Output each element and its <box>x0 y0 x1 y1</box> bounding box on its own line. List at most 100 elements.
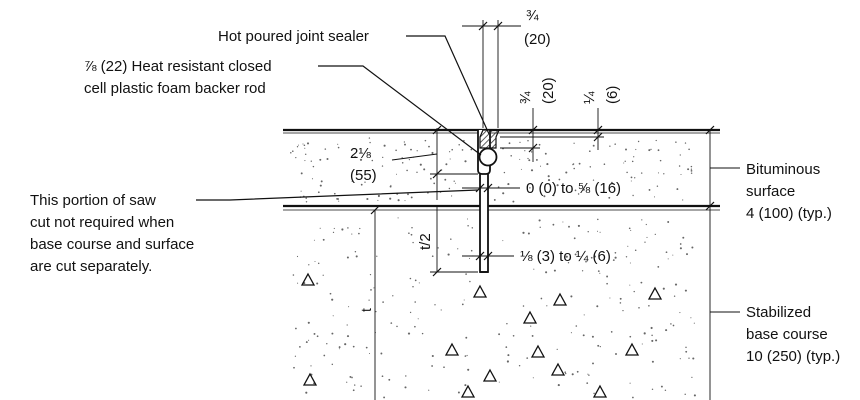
speckle-dot <box>352 389 355 392</box>
speckle-dot <box>659 159 662 162</box>
recess-dim-frac: ¼ <box>581 91 598 104</box>
aggregate-triangle <box>482 368 498 382</box>
speckle-dot <box>458 144 460 146</box>
speckle-dot <box>305 201 308 203</box>
speckle-dot <box>528 159 531 162</box>
depth-dim-frac: ¾ <box>517 91 534 104</box>
speckle-dot <box>351 233 353 235</box>
speckle-dot <box>592 362 594 365</box>
speckle-dot <box>583 314 585 316</box>
speckle-dot <box>411 226 413 229</box>
offset-dim-tick-top <box>432 125 442 135</box>
speckle-dot <box>354 384 356 386</box>
speckle-dot <box>319 184 322 187</box>
speckle-dot <box>317 262 320 265</box>
speckle-dot <box>592 144 595 147</box>
speckle-dot <box>466 218 469 220</box>
speckle-dot <box>650 326 653 330</box>
speckle-dot <box>577 224 580 227</box>
speckle-dot <box>597 218 599 221</box>
speckle-dot <box>389 197 392 200</box>
speckle-dot <box>631 160 634 163</box>
speckle-dot <box>530 169 534 172</box>
bituminous-surface-speckle <box>290 137 693 203</box>
speckle-dot <box>675 141 677 143</box>
speckle-dot <box>573 142 575 144</box>
speckle-dot <box>643 332 646 335</box>
speckle-dot <box>596 230 599 232</box>
speckle-dot <box>577 193 580 195</box>
speckle-dot <box>498 333 501 336</box>
speckle-dot <box>599 231 601 233</box>
speckle-dot <box>690 165 693 168</box>
speckle-dot <box>546 163 549 166</box>
speckle-dot <box>646 236 648 238</box>
speckle-dot <box>303 144 306 146</box>
speckle-dot <box>302 143 304 145</box>
speckle-dot <box>651 360 654 363</box>
speckle-dot <box>612 259 615 261</box>
speckle-dot <box>431 151 434 155</box>
depth-dim-mm: (20) <box>540 77 557 104</box>
speckle-dot <box>572 163 574 166</box>
speckle-dot <box>412 285 414 288</box>
speckle-dot <box>308 264 310 266</box>
speckle-dot <box>346 256 349 259</box>
speckle-dot <box>305 197 307 199</box>
speckle-dot <box>497 186 500 188</box>
speckle-dot <box>465 336 468 339</box>
speckle-dot <box>333 227 335 230</box>
speckle-dot <box>655 139 657 142</box>
speckle-dot <box>308 339 310 341</box>
speckle-dot <box>293 366 295 369</box>
speckle-dot <box>679 247 682 250</box>
speckle-dot <box>624 160 626 162</box>
speckle-dot <box>337 146 340 149</box>
speckle-dot <box>322 238 325 241</box>
speckle-dot <box>634 177 636 179</box>
width-dim-frac: ¾ <box>526 7 539 24</box>
speckle-dot <box>469 280 471 283</box>
speckle-dot <box>633 156 635 158</box>
cut-width-dim-tick-right <box>483 251 493 261</box>
speckle-dot <box>294 355 297 357</box>
speckle-dot <box>506 360 509 363</box>
speckle-dot <box>349 375 352 378</box>
speckle-dot <box>530 151 533 153</box>
speckle-dot <box>306 142 310 145</box>
speckle-dot <box>571 373 574 376</box>
speckle-dot <box>679 312 681 314</box>
speckle-dot <box>687 168 690 171</box>
speckle-dot <box>407 193 409 196</box>
speckle-dot <box>498 381 500 383</box>
speckle-dot <box>292 274 295 276</box>
speckle-dot <box>463 299 465 301</box>
speckle-dot <box>324 148 327 150</box>
speckle-dot <box>581 270 584 272</box>
speckle-dot <box>630 176 633 179</box>
speckle-dot <box>451 148 454 151</box>
speckle-dot <box>519 158 521 160</box>
speckle-dot <box>304 153 307 156</box>
speckle-dot <box>370 289 372 291</box>
speckle-dot <box>381 375 384 378</box>
speckle-dot <box>322 274 324 276</box>
speckle-dot <box>657 266 660 268</box>
speckle-dot <box>538 143 541 146</box>
speckle-dot <box>507 183 510 186</box>
speckle-dot <box>651 334 653 337</box>
speckle-dot <box>690 172 693 174</box>
speckle-dot <box>461 303 464 306</box>
speckle-dot <box>645 223 647 226</box>
speckle-dot <box>640 172 643 174</box>
speckle-dot <box>359 227 361 230</box>
speckle-dot <box>656 185 659 187</box>
speckle-dot <box>360 385 362 387</box>
speckle-dot <box>392 295 394 297</box>
offset-dim-frac: 2⅛ <box>350 145 371 162</box>
speckle-dot <box>331 332 334 335</box>
speckle-dot <box>397 199 400 202</box>
speckle-dot <box>377 194 380 198</box>
aggregate-triangle <box>530 344 546 358</box>
speckle-dot <box>323 354 326 357</box>
